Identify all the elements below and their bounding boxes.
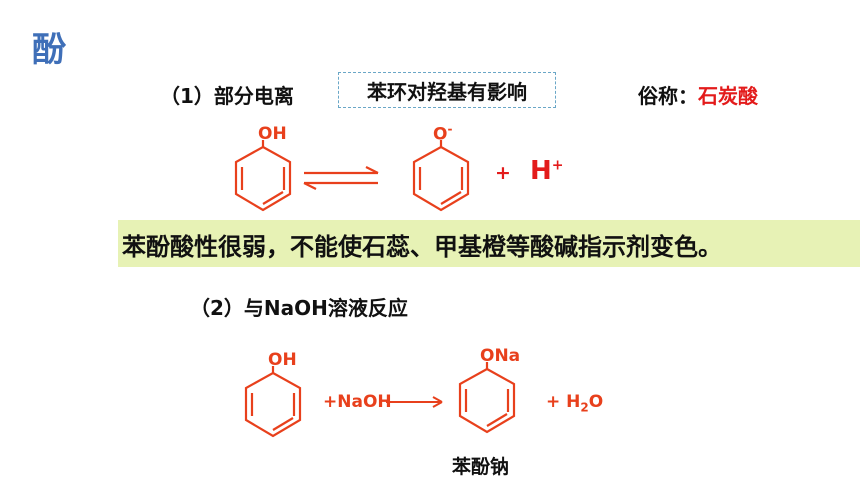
- phenoxide-o: O: [433, 124, 448, 145]
- benzene-ring-phenol: [234, 140, 292, 212]
- phenol-oh-label: OH: [258, 124, 287, 144]
- alias-label: 俗称：: [638, 84, 698, 108]
- section2-label: （2）与NaOH溶液反应: [190, 296, 408, 320]
- naoh-reagent: +NaOH: [323, 392, 392, 412]
- phenoxide-charge: -: [447, 122, 453, 136]
- equilibrium-arrow: [303, 166, 379, 190]
- water-h: H: [566, 392, 581, 412]
- h-symbol: H: [530, 156, 552, 186]
- phenoxide-na-label: ONa: [480, 346, 521, 366]
- highlight-band: [118, 220, 860, 267]
- water-o: O: [588, 392, 604, 412]
- water-plus: +: [546, 392, 561, 412]
- reaction-arrow: [386, 396, 443, 408]
- product-name: 苯酚钠: [452, 456, 510, 478]
- alias-value: 石炭酸: [698, 84, 758, 108]
- plus-sign: +: [495, 162, 511, 184]
- hydrogen-ion: H+: [530, 156, 564, 186]
- benzene-ring-sodium-phenoxide: [458, 362, 516, 434]
- phenoxide-o-label: O-: [433, 122, 452, 145]
- water-subscript: 2: [580, 400, 589, 415]
- alias: 俗称：石炭酸: [638, 80, 758, 109]
- benzene-ring-phenol2: [244, 366, 302, 438]
- boxed-note: 苯环对羟基有影响: [338, 72, 556, 108]
- highlight-text: 苯酚酸性很弱，不能使石蕊、甲基橙等酸碱指示剂变色。: [122, 233, 722, 261]
- phenol2-oh-label: OH: [268, 350, 297, 370]
- h-charge: +: [551, 157, 564, 174]
- water-product: + H2O: [546, 392, 603, 414]
- section1-label: （1）部分电离: [160, 84, 294, 108]
- benzene-ring-phenoxide: [412, 140, 470, 212]
- slide-title: 酚: [32, 30, 66, 70]
